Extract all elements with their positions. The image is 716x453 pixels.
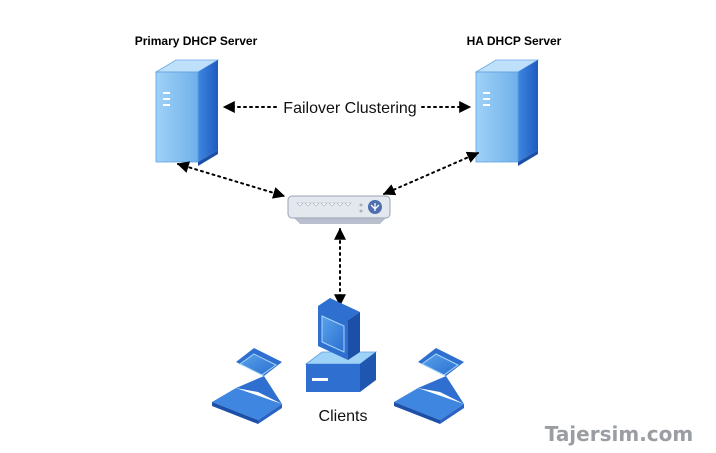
laptop-icon (394, 348, 464, 424)
laptop-icon (212, 348, 282, 424)
ha-server-label: HA DHCP Server (467, 34, 562, 48)
ha-server-icon (474, 59, 540, 166)
primary-server-icon (154, 59, 220, 166)
ha-to-switch-link (382, 151, 480, 196)
clients-label: Clients (319, 408, 368, 425)
network-switch-icon (287, 195, 391, 224)
watermark: Tajersim.com (545, 422, 693, 446)
desktop-computer-icon (304, 298, 378, 392)
primary-to-switch-link (176, 161, 286, 199)
failover-clustering-label: Failover Clustering (283, 100, 416, 117)
primary-server-label: Primary DHCP Server (135, 34, 258, 48)
